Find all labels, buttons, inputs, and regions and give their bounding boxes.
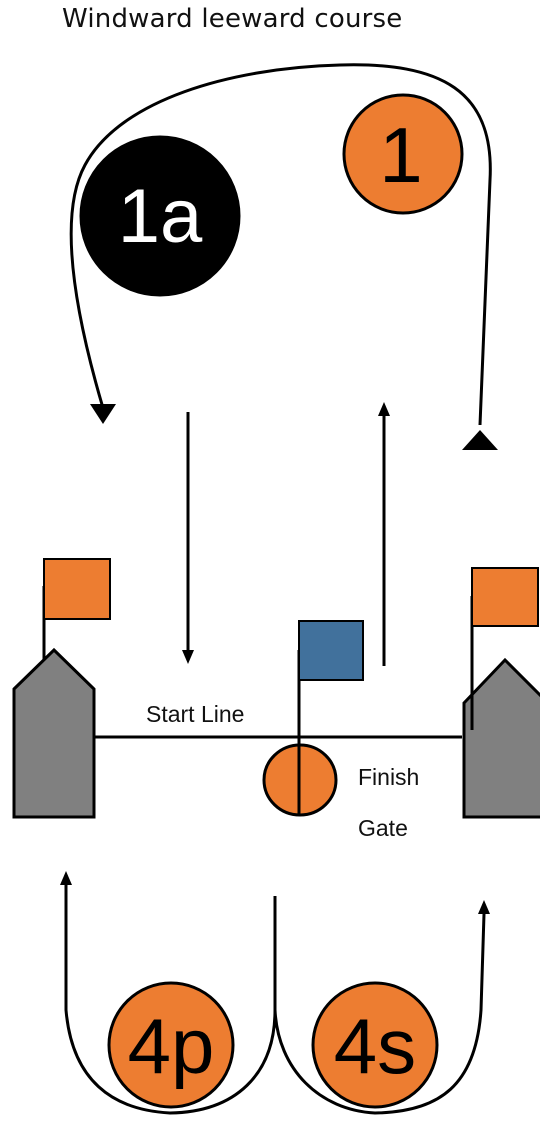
upwind-arrow [378,402,390,666]
start-line-label: Start Line [146,701,244,727]
diagram-title: Windward leeward course [62,4,403,34]
finish-label: Finish [358,764,419,790]
left-boat-flag [43,558,111,620]
mark-4s-label: 4s [334,1002,416,1090]
gate-left-arrowhead [60,871,72,885]
gate-right-arrowhead [478,900,490,914]
mark-4p-label: 4p [128,1002,215,1090]
right-boat-flag [471,567,539,627]
gate-rounding-path-left [64,885,277,1115]
left-committee-boat [12,558,111,819]
finish-flag [298,620,364,681]
right-committee-boat [462,567,540,819]
mark-4s: 4s [311,981,439,1109]
gate-label: Gate [358,815,408,841]
mark-4p: 4p [107,981,235,1109]
windward-rounding-path [69,63,492,426]
downwind-arrow [182,412,194,664]
mark-1: 1 [342,93,464,215]
gate-rounding-path-right [273,913,486,1115]
mark-1a-label: 1a [118,174,203,259]
upwind-arrowhead-right [462,430,498,450]
downwind-arrowhead-left [90,404,116,424]
mark-1-label: 1 [379,111,422,199]
finish-mark [262,620,364,817]
mark-1a: 1a [79,135,241,297]
